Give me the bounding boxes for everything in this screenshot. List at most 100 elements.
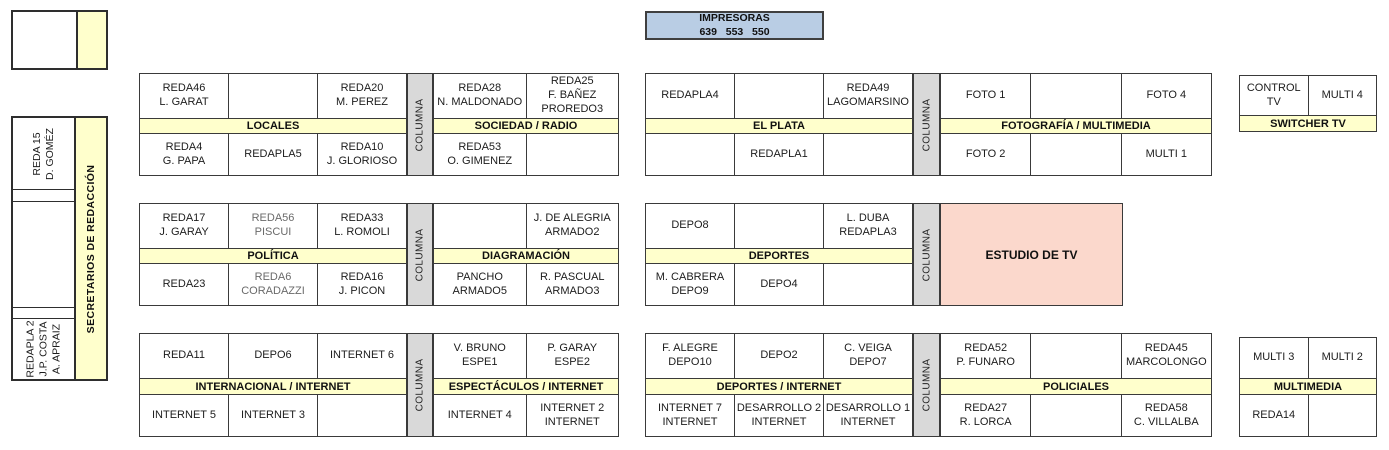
desk-cell: FOTO 1 xyxy=(941,74,1032,118)
desk-cell: REDAPLA 2 J.P. COSTA A. APRAIZ xyxy=(13,319,74,379)
desk-label: REDA 15 D. GOMÉZ xyxy=(30,128,56,180)
desk-label-line: FOTO 4 xyxy=(1146,89,1187,102)
section-title: LOCALES xyxy=(246,120,300,132)
desk-label-line: J. GLORIOSO xyxy=(326,154,398,167)
desk-cell: CONTROL TV xyxy=(1240,76,1309,115)
desk-label-line: O. GIMENEZ xyxy=(447,154,513,167)
desk-label-line: MULTI 3 xyxy=(1253,351,1295,364)
desk-label-line: DESARROLLO 1 xyxy=(825,401,911,414)
desk-cell: INTERNET 4 xyxy=(434,395,527,436)
desk-label-line: M. CABRERA xyxy=(655,270,725,283)
desk-cell: INTERNET 6 xyxy=(318,334,406,378)
desk-label-line: CONTROL TV xyxy=(1246,81,1301,108)
secretaries-desk-column: REDA 15 D. GOMÉZ REDAPLA 2 J.P. COSTA A.… xyxy=(13,118,76,379)
desk-label-line: ARMADO3 xyxy=(545,284,600,297)
desk-label-line: INTERNET 2 xyxy=(540,401,605,414)
desk-cell: REDA23 xyxy=(140,264,229,305)
desk-cell xyxy=(1031,74,1122,118)
desk-label-line: N. MALDONADO xyxy=(437,96,523,108)
desk-label-line: INTERNET xyxy=(544,415,600,428)
desk-label-line: A. APRAIZ xyxy=(50,323,63,375)
desk-label-line: P. FUNARO xyxy=(956,356,1015,368)
section-title: DEPORTES / INTERNET xyxy=(716,380,842,393)
desk-cell: DEPO6 xyxy=(229,334,318,378)
column-strip-label: COLUMNA xyxy=(414,98,426,151)
desk-cell xyxy=(229,74,318,118)
section-header: INTERNACIONAL / INTERNET xyxy=(140,378,406,395)
desk-label-line: DEPO10 xyxy=(668,356,712,368)
desk-label-line: M. PEREZ xyxy=(336,96,388,108)
desk-cell xyxy=(646,134,735,175)
desk-label-line: REDA11 xyxy=(163,349,205,362)
desk-label-line: INTERNET 3 xyxy=(241,408,305,421)
section-title: ESPECTÁCULOS / INTERNET xyxy=(448,380,604,393)
desk-label-line: C. VILLALBA xyxy=(1133,415,1199,428)
desk-label-line: REDA 15 xyxy=(30,131,43,176)
desk-label-line: REDA33 xyxy=(340,212,384,225)
section-title: FOTOGRAFÍA / MULTIMEDIA xyxy=(1001,120,1151,132)
desk-label-line: REDAPLA1 xyxy=(750,147,808,160)
desk-label-line: L. DUBA xyxy=(846,212,890,225)
desk-label-line: REDA25 xyxy=(550,75,594,88)
column-strip-label: COLUMNA xyxy=(921,228,932,281)
desk-label-line: J.P. COSTA xyxy=(36,321,49,377)
secretaries-strip: SECRETARIOS DE REDACCIÓN xyxy=(76,118,106,379)
desk-label-line: REDA16 xyxy=(340,270,384,283)
desk-label-line: MULTI 1 xyxy=(1145,147,1187,160)
corner-box-white-part xyxy=(13,12,78,68)
desk-label-line: REDA58 xyxy=(1144,401,1188,414)
desk-label-line: DEPO2 xyxy=(760,349,798,362)
desk-label-line: DEPO4 xyxy=(760,277,798,290)
desk-label-line: R. PASCUAL xyxy=(539,270,605,283)
section-header: EL PLATA xyxy=(646,118,912,134)
desk-label-line: MULTI 2 xyxy=(1321,351,1363,364)
desk-label-line: P. GARAY xyxy=(547,342,598,355)
desk-label-line: REDA45 xyxy=(1144,342,1188,355)
desk-cell xyxy=(735,74,824,118)
section-header: SOCIEDAD / RADIO xyxy=(434,118,618,134)
secretaries-label: SECRETARIOS DE REDACCIÓN xyxy=(85,164,97,333)
desk-cell: INTERNET 5 xyxy=(140,395,229,436)
desk-cell: REDAPLA5 xyxy=(229,134,318,175)
desk-label-line: INTERNET 6 xyxy=(330,349,394,362)
desk-label-line: FOTO 2 xyxy=(965,147,1006,160)
desk-cell: REDAPLA1 xyxy=(735,134,824,175)
desk-cell: MULTI 4 xyxy=(1309,76,1377,115)
desk-cell: REDA11 xyxy=(140,334,229,378)
desk-label-line: C. VEIGA xyxy=(844,342,892,355)
desk-label-line: PROREDO3 xyxy=(541,102,604,115)
column-strip-label: COLUMNA xyxy=(921,358,932,412)
printers-box: IMPRESORAS 639 553 550 xyxy=(645,11,824,40)
desk-cell xyxy=(318,395,406,436)
section-title: EL PLATA xyxy=(753,120,805,132)
desk-cell: DEPO2 xyxy=(735,334,824,378)
desk-label-line: INTERNET 4 xyxy=(447,408,512,421)
section-title: SWITCHER TV xyxy=(1270,117,1346,130)
desk-row: INTERNET 5 INTERNET 3 xyxy=(140,395,406,436)
desk-label-line: REDA20 xyxy=(340,82,384,95)
section-header: DIAGRAMACIÓN xyxy=(434,248,618,264)
